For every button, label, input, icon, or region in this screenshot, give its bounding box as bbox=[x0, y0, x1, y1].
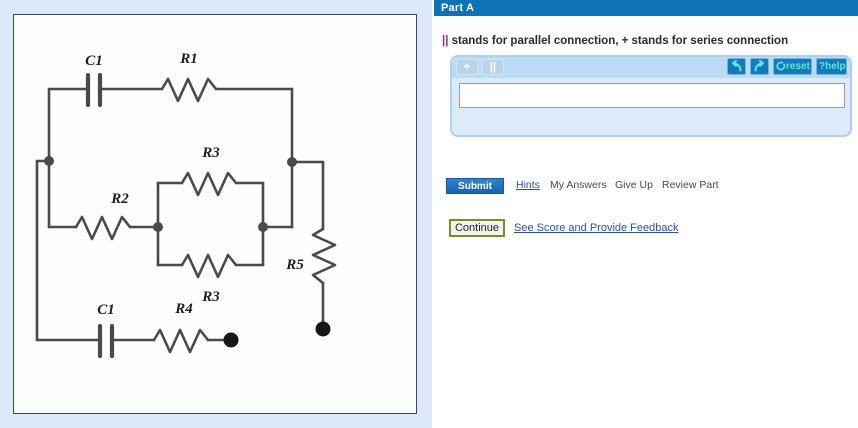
submit-button[interactable]: Submit bbox=[446, 178, 504, 194]
junction-nodes bbox=[44, 156, 297, 232]
parallel-bars-button[interactable]: || bbox=[482, 59, 504, 75]
redo-arrow-icon bbox=[754, 60, 764, 72]
continue-label: Continue bbox=[454, 222, 500, 234]
help-label: help bbox=[825, 61, 846, 72]
part-header-bar: Part A bbox=[434, 0, 858, 16]
see-score-feedback-link[interactable]: See Score and Provide Feedback bbox=[514, 222, 679, 234]
instruction-text: || stands for parallel connection, + sta… bbox=[442, 35, 788, 47]
label-r5: R5 bbox=[285, 257, 304, 273]
circuit-figure-frame: C1 R1 R2 R3 R3 R5 C1 R4 bbox=[13, 14, 417, 414]
label-r1: R1 bbox=[179, 51, 198, 67]
review-part-link[interactable]: Review Part bbox=[662, 179, 719, 191]
question-mark-icon: ? bbox=[819, 61, 826, 72]
submit-row: Submit Hints My Answers Give Up Review P… bbox=[432, 178, 858, 194]
terminal-dots bbox=[223, 321, 331, 348]
series-plus-label: + bbox=[463, 61, 471, 73]
figure-pane: C1 R1 R2 R3 R3 R5 C1 R4 bbox=[13, 14, 417, 414]
answer-pane: Part A || stands for parallel connection… bbox=[432, 0, 858, 428]
redo-button[interactable] bbox=[750, 58, 769, 75]
answer-entry-widget: + || reset ? bbox=[450, 55, 852, 137]
refresh-circle-icon bbox=[776, 60, 786, 71]
instruction-body: stands for parallel connection, + stands… bbox=[448, 35, 789, 47]
continue-button[interactable]: Continue bbox=[449, 219, 505, 237]
parallel-bars-label: || bbox=[489, 61, 497, 73]
continue-row: Continue See Score and Provide Feedback bbox=[432, 219, 858, 239]
label-r3-bottom: R3 bbox=[201, 289, 220, 305]
hints-link[interactable]: Hints bbox=[516, 179, 540, 191]
answer-toolbar: + || reset ? bbox=[452, 57, 850, 78]
label-c1-top: C1 bbox=[85, 53, 103, 69]
label-r2: R2 bbox=[110, 191, 129, 207]
label-r3-top: R3 bbox=[201, 145, 220, 161]
undo-arrow-icon bbox=[732, 60, 742, 72]
help-button[interactable]: ?help bbox=[816, 58, 847, 75]
submit-label: Submit bbox=[458, 181, 492, 192]
parallel-symbol: || bbox=[442, 35, 449, 47]
label-c1-bottom: C1 bbox=[97, 302, 115, 318]
undo-button[interactable] bbox=[727, 58, 746, 75]
series-plus-button[interactable]: + bbox=[456, 59, 478, 75]
give-up-link[interactable]: Give Up bbox=[615, 179, 653, 191]
reset-button[interactable]: reset bbox=[773, 58, 812, 75]
my-answers-link[interactable]: My Answers bbox=[550, 179, 607, 191]
part-title: Part A bbox=[441, 2, 475, 14]
reset-label: reset bbox=[786, 61, 810, 72]
label-r4: R4 bbox=[174, 301, 193, 317]
circuit-diagram: C1 R1 R2 R3 R3 R5 C1 R4 bbox=[35, 51, 337, 359]
answer-input[interactable] bbox=[459, 83, 845, 108]
